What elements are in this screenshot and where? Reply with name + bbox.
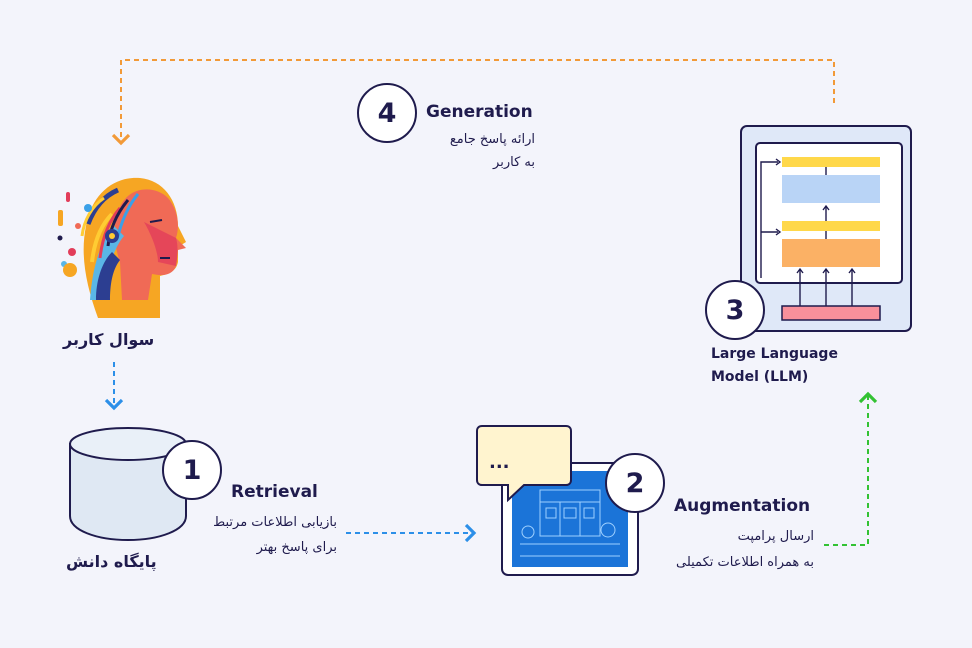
augmentation-connector (824, 391, 878, 546)
retrieval-desc-line2: برای پاسخ بهتر (256, 540, 337, 555)
retrieval-desc-line1: بازیابی اطلاعات مرتبط (213, 515, 337, 530)
chat-bubble-dots: ... (489, 452, 510, 473)
augmentation-title: Augmentation (674, 496, 811, 516)
step-3-badge: 3 (705, 280, 765, 340)
generation-desc-line1: ارائه پاسخ جامع (449, 132, 535, 147)
generation-connector (111, 59, 835, 146)
step-1-badge: 1 (162, 440, 222, 500)
augmentation-desc-line1: ارسال پرامپت (737, 529, 814, 544)
retrieval-title: Retrieval (231, 482, 318, 502)
chat-bubble (476, 425, 572, 503)
step-2-badge: 2 (605, 453, 665, 513)
llm-title-line1: Large Language (711, 346, 838, 362)
generation-desc-line2: به کاربر (493, 155, 535, 170)
augmentation-desc-line2: به همراه اطلاعات تکمیلی (676, 555, 814, 570)
llm-title-line2: Model (LLM) (711, 369, 809, 385)
generation-title: Generation (426, 102, 533, 122)
user-question-label: سوال کاربر (63, 330, 155, 349)
step-4-badge: 4 (357, 83, 417, 143)
knowledge-base-label: پایگاه دانش (66, 552, 157, 571)
